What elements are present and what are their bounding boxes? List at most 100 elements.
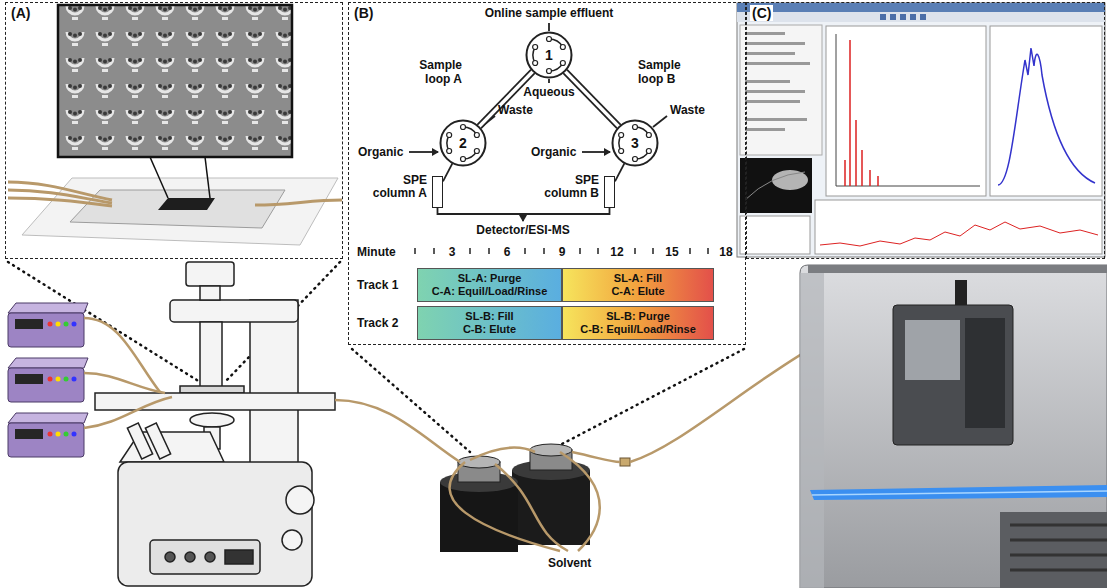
bar-text: SL-B: Fill (465, 310, 513, 323)
microscope (286, 486, 314, 514)
chip-illustration (158, 198, 215, 210)
chip-illustration (58, 5, 292, 157)
chip-illustration (22, 178, 338, 245)
syringe-pumps (56, 432, 61, 437)
valve-bodies (620, 458, 630, 466)
chip-illustration (8, 198, 112, 206)
software-screenshot (910, 14, 916, 20)
software-screenshot (845, 40, 878, 186)
dotted-zoom-lines (352, 349, 470, 452)
tick-label: 3 (449, 245, 456, 259)
mass-spectrometer (812, 491, 1107, 495)
valve-bodies (512, 470, 590, 545)
software-screenshot (745, 118, 807, 121)
valve-wires (653, 116, 667, 127)
connector-inner (565, 71, 619, 126)
tubing (335, 400, 460, 462)
software-screenshot (745, 32, 785, 35)
valve-port (474, 133, 479, 138)
microscope (95, 262, 335, 586)
bar-text: C-B: Elute (463, 323, 516, 336)
syringe-pumps (72, 322, 77, 327)
software-screenshot (740, 216, 810, 254)
valve-wires (522, 214, 524, 221)
tick-label: 15 (665, 245, 678, 259)
software-screenshot (745, 52, 795, 55)
software-screenshot (745, 42, 805, 45)
syringe-pumps (15, 374, 43, 384)
tick-label: 18 (719, 245, 732, 259)
syringe-pumps (8, 313, 84, 347)
microscope (200, 322, 222, 390)
column-label: SPE column A (365, 174, 427, 200)
flow-line (443, 163, 452, 181)
mass-spectrometer (1010, 524, 1107, 527)
software-screenshot (836, 34, 837, 186)
chip-illustration (255, 200, 342, 205)
minute-ticks (524, 248, 526, 254)
syringe-pumps (72, 377, 77, 382)
timeline-bar: SL-B: PurgeC-B: Equil/Load/Rinse (562, 306, 714, 340)
mass-spectrometer (810, 485, 1107, 500)
microscope (225, 550, 253, 564)
flow-line (615, 163, 624, 181)
valve-circle: 1 (525, 31, 573, 79)
valve-port (646, 133, 651, 138)
track-label: Track 2 (357, 316, 398, 330)
software-screenshot (920, 14, 926, 20)
software-screenshot (772, 170, 808, 190)
valve-wires (438, 208, 610, 214)
chip-illustration (150, 157, 168, 198)
software-screenshot (826, 26, 986, 196)
minute-ticks (414, 248, 416, 254)
syringe-pumps (64, 322, 69, 327)
bar-text: SL-B: Purge (606, 310, 670, 323)
valve-bodies (530, 444, 572, 456)
microscope (165, 552, 175, 562)
valve-port (547, 37, 552, 42)
chip-illustration (205, 157, 210, 198)
software-screenshot (745, 62, 810, 65)
spe-column: SPE column B (604, 176, 615, 208)
tubing (470, 447, 535, 460)
connector-line (565, 71, 619, 126)
dotted-zoom-lines (560, 349, 744, 445)
microscope (180, 386, 244, 393)
minute-ticks (597, 248, 599, 254)
valve-port (633, 125, 638, 130)
minute-ticks (707, 248, 709, 254)
tick-label: 12 (610, 245, 623, 259)
dashed-panel: (C) (746, 2, 1105, 259)
software-screenshot (745, 172, 805, 200)
bar-text: SL-A: Purge (458, 272, 522, 285)
bar-text: SL-A: Fill (614, 272, 662, 285)
minute-ticks (488, 248, 490, 254)
microscope (190, 413, 234, 427)
software-screenshot (737, 3, 1105, 12)
software-screenshot (745, 80, 790, 83)
minute-ticks (433, 248, 435, 254)
syringe-pumps (8, 358, 88, 368)
flow-label: Detector/ESI-MS (476, 223, 569, 237)
syringe-pumps (72, 432, 77, 437)
syringe-pumps (15, 429, 43, 439)
valve-port (560, 45, 565, 50)
syringe-pumps (48, 432, 53, 437)
microscope (145, 423, 170, 459)
timeline-bar: SL-A: FillC-A: Elute (562, 268, 714, 302)
syringe-pumps (15, 319, 43, 329)
minute-ticks (579, 248, 581, 254)
flow-label: Waste (670, 103, 705, 117)
mass-spectrometer (1010, 554, 1107, 557)
microscope (282, 530, 302, 550)
valve-port (560, 61, 565, 66)
minute-ticks (652, 248, 654, 254)
tubing (84, 397, 172, 428)
software-screenshot (737, 3, 1105, 257)
software-screenshot (836, 186, 980, 187)
panel-letter: (A) (9, 5, 32, 21)
tubing (84, 373, 165, 393)
chip-illustration (70, 190, 285, 228)
flow-label: Waste (498, 103, 533, 117)
panel-letter: (B) (352, 5, 375, 21)
